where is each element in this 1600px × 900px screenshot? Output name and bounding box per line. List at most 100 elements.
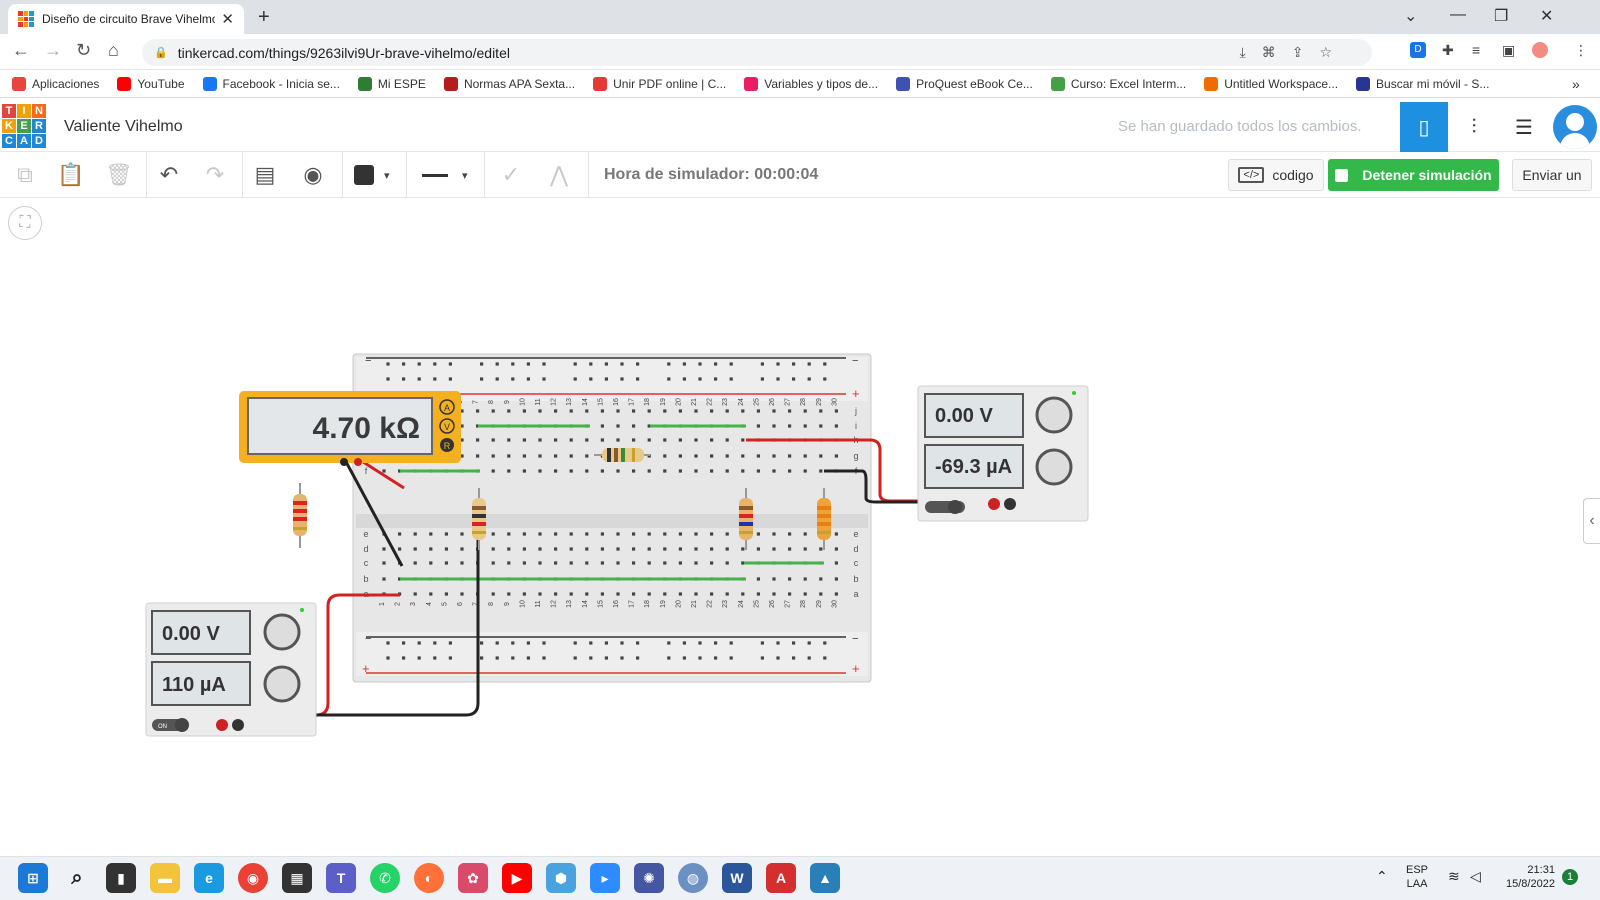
ammeter-mode-button[interactable] <box>439 399 455 415</box>
breadboard-hole[interactable] <box>663 469 667 473</box>
breadboard-hole[interactable] <box>823 641 827 645</box>
breadboard-hole[interactable] <box>667 377 671 381</box>
breadboard-hole[interactable] <box>632 438 636 442</box>
breadboard-hole[interactable] <box>569 561 573 565</box>
bookmark-mi-espe[interactable]: Mi ESPE <box>357 76 426 91</box>
redo-icon[interactable]: ↷ <box>205 162 225 187</box>
breadboard-hole[interactable] <box>803 547 807 551</box>
file-explorer-icon[interactable]: ▬ <box>150 863 180 893</box>
close-tab-icon[interactable]: ✕ <box>221 11 234 28</box>
breadboard-hole[interactable] <box>585 547 589 551</box>
rotate-icon[interactable]: ✓ <box>501 162 521 187</box>
tab-search-icon[interactable]: ⌄ <box>1404 8 1418 25</box>
breadboard-hole[interactable] <box>600 438 604 442</box>
breadboard-hole[interactable] <box>803 469 807 473</box>
probe-black-wire[interactable] <box>342 457 404 567</box>
breadboard-hole[interactable] <box>526 377 530 381</box>
breadboard-hole[interactable] <box>522 409 526 413</box>
breadboard-hole[interactable] <box>585 561 589 565</box>
breadboard-hole[interactable] <box>460 454 464 458</box>
breadboard-hole[interactable] <box>647 438 651 442</box>
breadboard-hole[interactable] <box>382 577 386 581</box>
minimize-icon[interactable]: — <box>1450 6 1466 23</box>
breadboard-hole[interactable] <box>585 438 589 442</box>
breadboard-hole[interactable] <box>741 547 745 551</box>
breadboard-hole[interactable] <box>460 592 464 596</box>
breadboard-hole[interactable] <box>725 409 729 413</box>
breadboard-hole[interactable] <box>756 547 760 551</box>
breadboard-hole[interactable] <box>710 469 714 473</box>
input-language[interactable]: ESP LAA <box>1406 864 1429 890</box>
breadboard-hole[interactable] <box>569 438 573 442</box>
breadboard-hole[interactable] <box>476 438 480 442</box>
resistor[interactable] <box>594 448 650 462</box>
breadboard-hole[interactable] <box>807 641 811 645</box>
side-panel-icon[interactable]: ▣ <box>1502 42 1516 58</box>
resistor[interactable] <box>739 488 753 550</box>
breadboard-hole[interactable] <box>803 592 807 596</box>
task-view-icon[interactable]: ▮ <box>106 863 136 893</box>
breadboard-hole[interactable] <box>776 641 780 645</box>
breadboard-hole[interactable] <box>382 561 386 565</box>
breadboard-hole[interactable] <box>398 532 402 536</box>
breadboard-hole[interactable] <box>792 377 796 381</box>
breadboard-hole[interactable] <box>663 454 667 458</box>
breadboard-hole[interactable] <box>632 592 636 596</box>
breadboard-hole[interactable] <box>507 454 511 458</box>
breadboard-hole[interactable] <box>663 409 667 413</box>
delete-icon[interactable]: 🗑 <box>105 162 133 187</box>
bookmark-untitled-workspace[interactable]: Untitled Workspace... <box>1204 76 1338 91</box>
breadboard-hole[interactable] <box>491 469 495 473</box>
schematic-view-icon[interactable]: ⫶ <box>1471 115 1477 138</box>
breadboard-hole[interactable] <box>760 656 764 660</box>
bookmark-youtube[interactable]: YouTube <box>117 76 185 91</box>
breadboard-hole[interactable] <box>522 438 526 442</box>
youtube-icon[interactable]: ▶ <box>502 863 532 893</box>
breadboard-hole[interactable] <box>725 547 729 551</box>
breadboard-hole[interactable] <box>772 454 776 458</box>
breadboard-hole[interactable] <box>819 424 823 428</box>
voltmeter-mode-button[interactable] <box>439 418 455 434</box>
reload-icon[interactable]: ↻ <box>76 40 92 60</box>
breadboard-hole[interactable] <box>448 377 452 381</box>
breadboard-hole[interactable] <box>398 547 402 551</box>
restore-icon[interactable]: ❐ <box>1494 8 1509 25</box>
volume-icon[interactable]: ◁ <box>1470 868 1481 884</box>
paste-icon[interactable]: 📋 <box>57 162 85 187</box>
breadboard-hole[interactable] <box>480 377 484 381</box>
breadboard-hole[interactable] <box>413 592 417 596</box>
breadboard-hole[interactable] <box>538 454 542 458</box>
breadboard-hole[interactable] <box>823 656 827 660</box>
breadboard-hole[interactable] <box>491 454 495 458</box>
breadboard-hole[interactable] <box>663 561 667 565</box>
current-knob[interactable] <box>263 665 301 703</box>
breadboard-hole[interactable] <box>616 547 620 551</box>
breadboard-hole[interactable] <box>694 409 698 413</box>
breadboard-hole[interactable] <box>694 547 698 551</box>
tinkercad-logo[interactable]: T I N K E R C A D <box>2 104 46 148</box>
breadboard-hole[interactable] <box>542 362 546 366</box>
breadboard-hole[interactable] <box>792 641 796 645</box>
breadboard-hole[interactable] <box>429 561 433 565</box>
breadboard-hole[interactable] <box>589 656 593 660</box>
breadboard-hole[interactable] <box>834 592 838 596</box>
store-icon[interactable]: ▦ <box>282 863 312 893</box>
window-close-icon[interactable]: ✕ <box>1540 8 1554 25</box>
breadboard-hole[interactable] <box>647 561 651 565</box>
word-icon[interactable]: W <box>722 863 752 893</box>
circuit-canvas[interactable]: ⛶ ‹ 112233445566778899101011111212131314… <box>0 198 1600 856</box>
breadboard-hole[interactable] <box>756 532 760 536</box>
breadboard-hole[interactable] <box>511 641 515 645</box>
breadboard-hole[interactable] <box>616 532 620 536</box>
breadboard-hole[interactable] <box>710 532 714 536</box>
app-icon[interactable]: ◍ <box>678 863 708 893</box>
breadboard[interactable]: 1122334455667788991010111112121313141415… <box>352 353 872 683</box>
breadboard-hole[interactable] <box>554 454 558 458</box>
breadboard-hole[interactable] <box>542 377 546 381</box>
breadboard-hole[interactable] <box>573 377 577 381</box>
multimeter[interactable]: 4.70 kΩ A V R <box>239 391 461 466</box>
breadboard-hole[interactable] <box>604 362 608 366</box>
breadboard-hole[interactable] <box>526 641 530 645</box>
breadboard-hole[interactable] <box>663 532 667 536</box>
breadboard-hole[interactable] <box>585 454 589 458</box>
